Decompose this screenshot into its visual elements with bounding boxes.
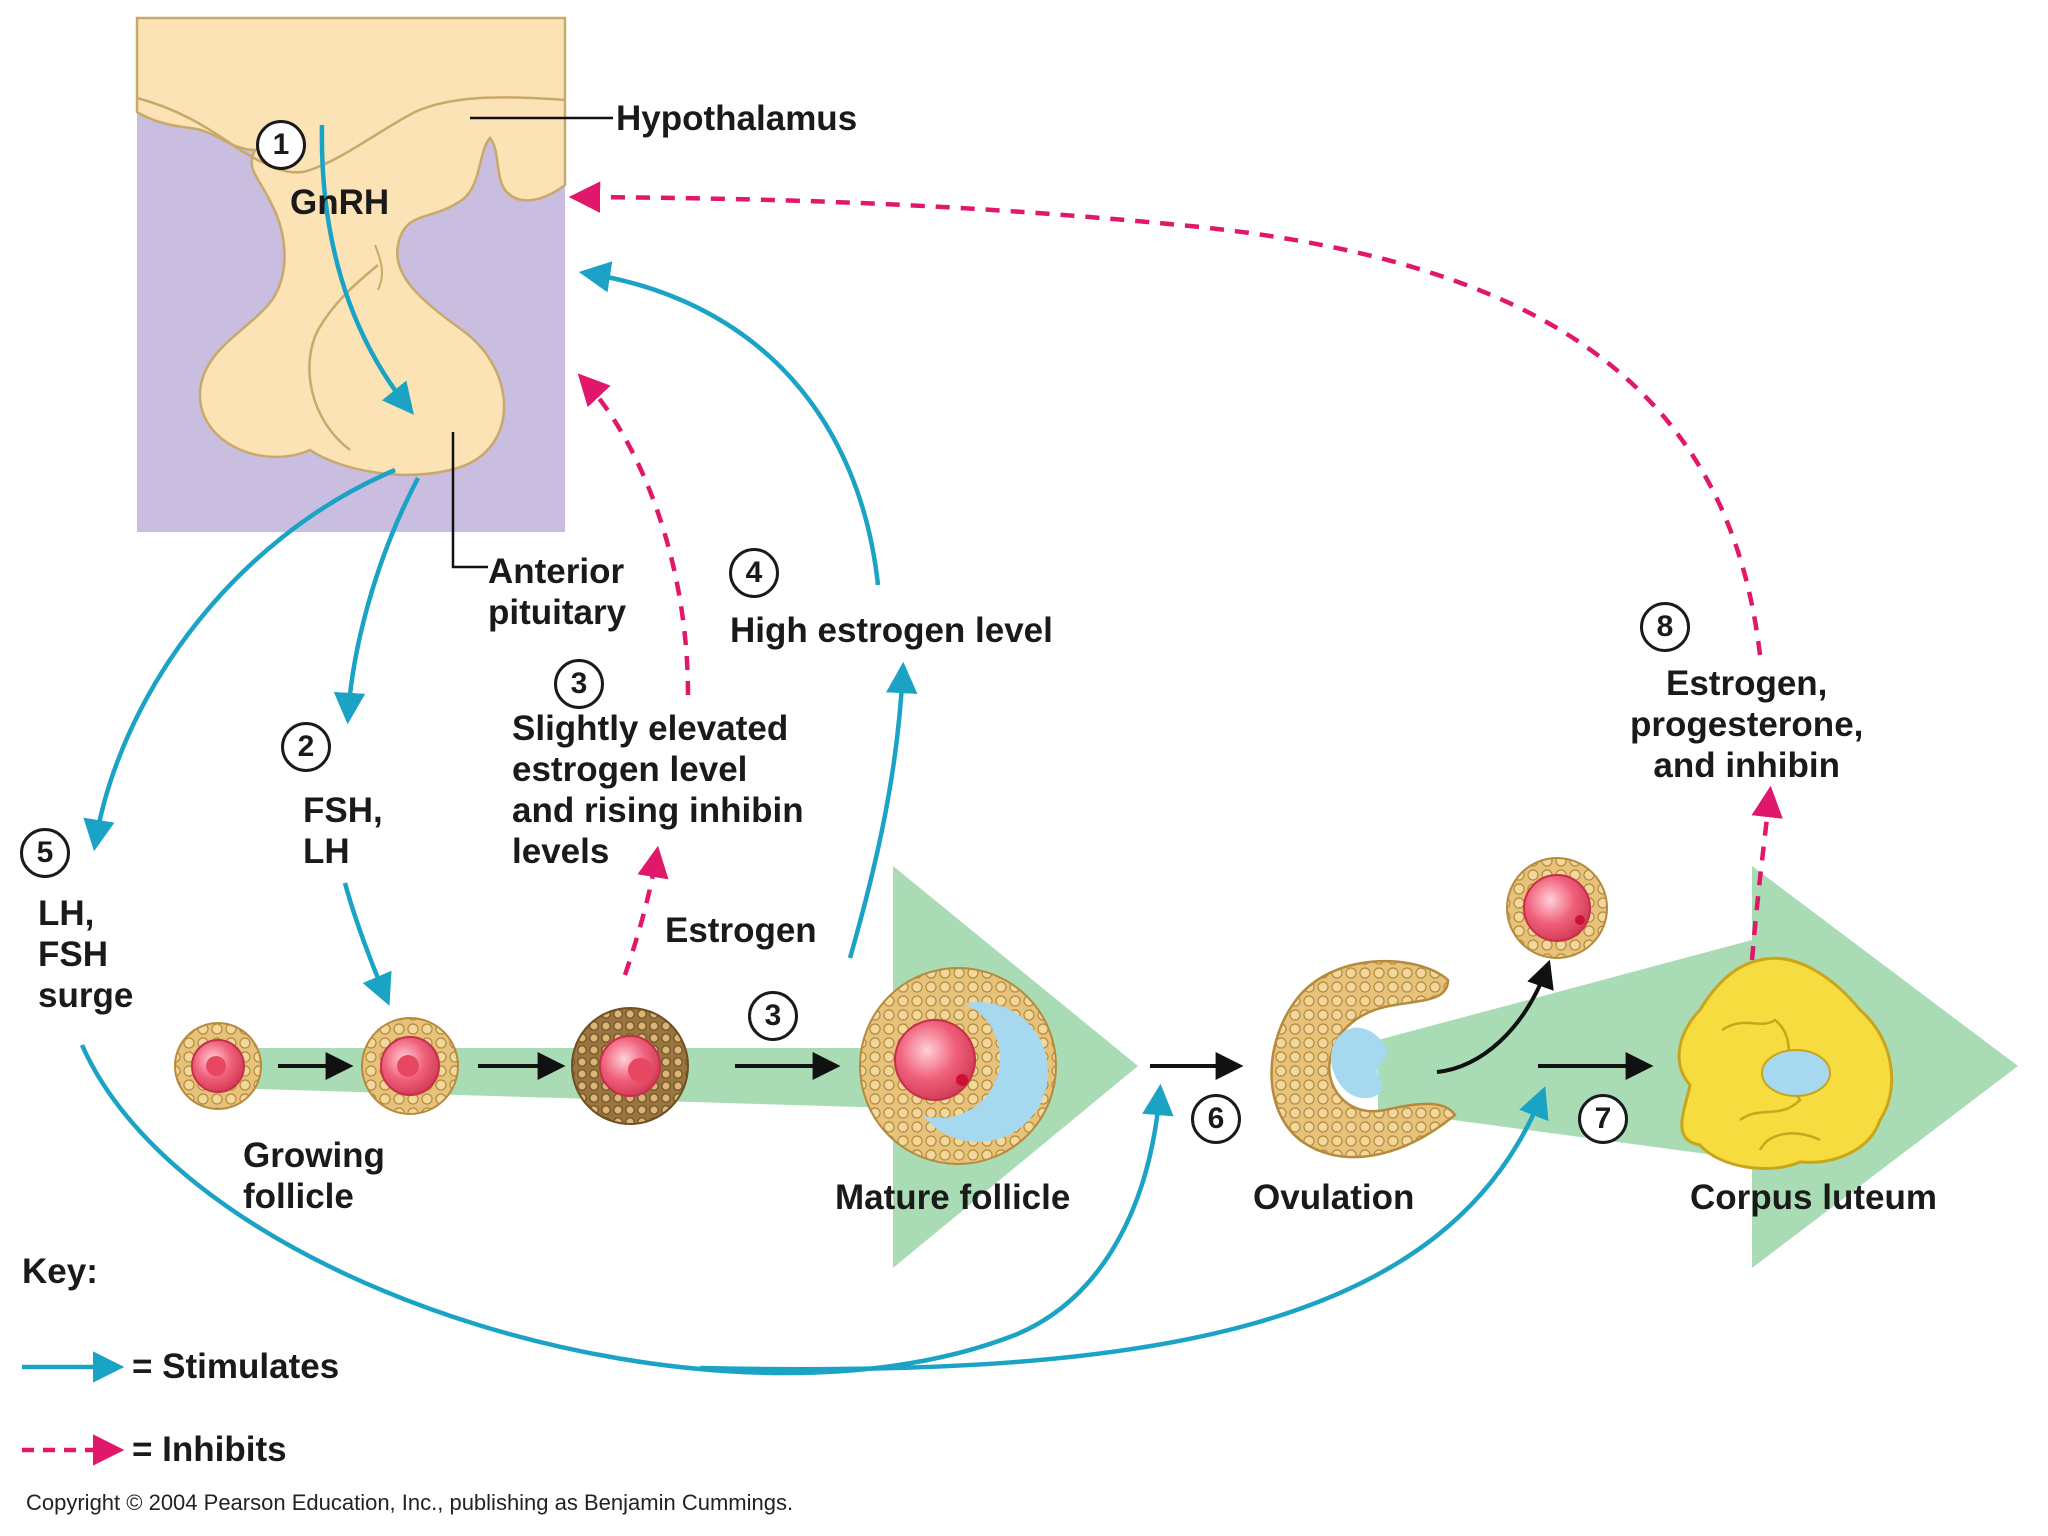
high-estrogen-stimulates-arrow xyxy=(578,261,881,586)
lh-fsh-surge-release-arrow xyxy=(83,467,396,852)
step-6-marker: 6 xyxy=(1191,1094,1241,1144)
copyright-notice: Copyright © 2004 Pearson Education, Inc.… xyxy=(26,1490,794,1515)
secondary-follicle xyxy=(571,1007,689,1125)
fsh-lh-label: FSH, LH xyxy=(303,791,383,871)
fsh-lh-release-arrow xyxy=(333,476,420,725)
step-3-marker: 3 xyxy=(554,659,604,709)
pituitary-lobe-contour xyxy=(308,264,379,451)
released-oocyte xyxy=(1506,857,1608,959)
gnrh-label: GnRH xyxy=(290,183,390,222)
growing-follicle-label: Growing follicle xyxy=(243,1136,385,1216)
key-stimulates-label: = Stimulates xyxy=(132,1347,340,1386)
ovulation-label: Ovulation xyxy=(1253,1178,1415,1217)
step-4-marker: 4 xyxy=(729,548,779,598)
step-2-marker: 2 xyxy=(281,722,331,772)
step-5-marker: 5 xyxy=(20,828,70,878)
mature-follicle-graphic xyxy=(859,967,1057,1165)
key-title: Key: xyxy=(22,1252,98,1291)
ruptured-follicle xyxy=(1270,959,1457,1159)
key-inhibits-label: = Inhibits xyxy=(132,1430,287,1469)
corpus-luteum-label: Corpus luteum xyxy=(1690,1178,1937,1217)
step-8-marker: 8 xyxy=(1640,602,1690,652)
gnrh-stimulates-arrow xyxy=(319,124,414,415)
pituitary-stalk-contour xyxy=(374,244,383,291)
surge-forms-corpus-luteum-arrow xyxy=(699,1086,1549,1372)
oocyte-release-arrow xyxy=(1436,959,1554,1074)
primordial-follicle xyxy=(174,1022,262,1110)
step-3-follicle-marker: 3 xyxy=(748,991,798,1041)
surge-triggers-ovulation-arrow xyxy=(79,1044,1174,1376)
estrogen-rise-arrow xyxy=(847,661,918,959)
hypothalamus-label: Hypothalamus xyxy=(616,99,858,138)
estrogen-to-feedback-arrow xyxy=(622,845,669,976)
fsh-lh-to-follicle-arrow xyxy=(342,882,392,1006)
pituitary-leader-line xyxy=(451,432,488,569)
slightly-elevated-estrogen-label: Slightly elevated estrogen level and ris… xyxy=(512,709,804,871)
lh-fsh-surge-label: LH, FSH surge xyxy=(38,894,134,1015)
estrogen-progesterone-inhibin-label: Estrogen, progesterone, and inhibin xyxy=(1630,664,1864,785)
step-7-marker: 7 xyxy=(1578,1094,1628,1144)
primary-follicle xyxy=(361,1017,459,1115)
mature-follicle-label: Mature follicle xyxy=(835,1178,1071,1217)
corpus-luteum-graphic xyxy=(1677,956,1894,1170)
estrogen-label: Estrogen xyxy=(665,911,817,950)
high-estrogen-level-label: High estrogen level xyxy=(730,611,1053,650)
slight-estrogen-inhibits-arrow xyxy=(577,373,691,696)
luteal-hormones-inhibit-arrow xyxy=(568,181,1763,656)
step-1-marker: 1 xyxy=(256,120,306,170)
corpus-luteum-secretion-arrow xyxy=(1749,785,1783,961)
anterior-pituitary-label: Anterior pituitary xyxy=(488,552,627,632)
